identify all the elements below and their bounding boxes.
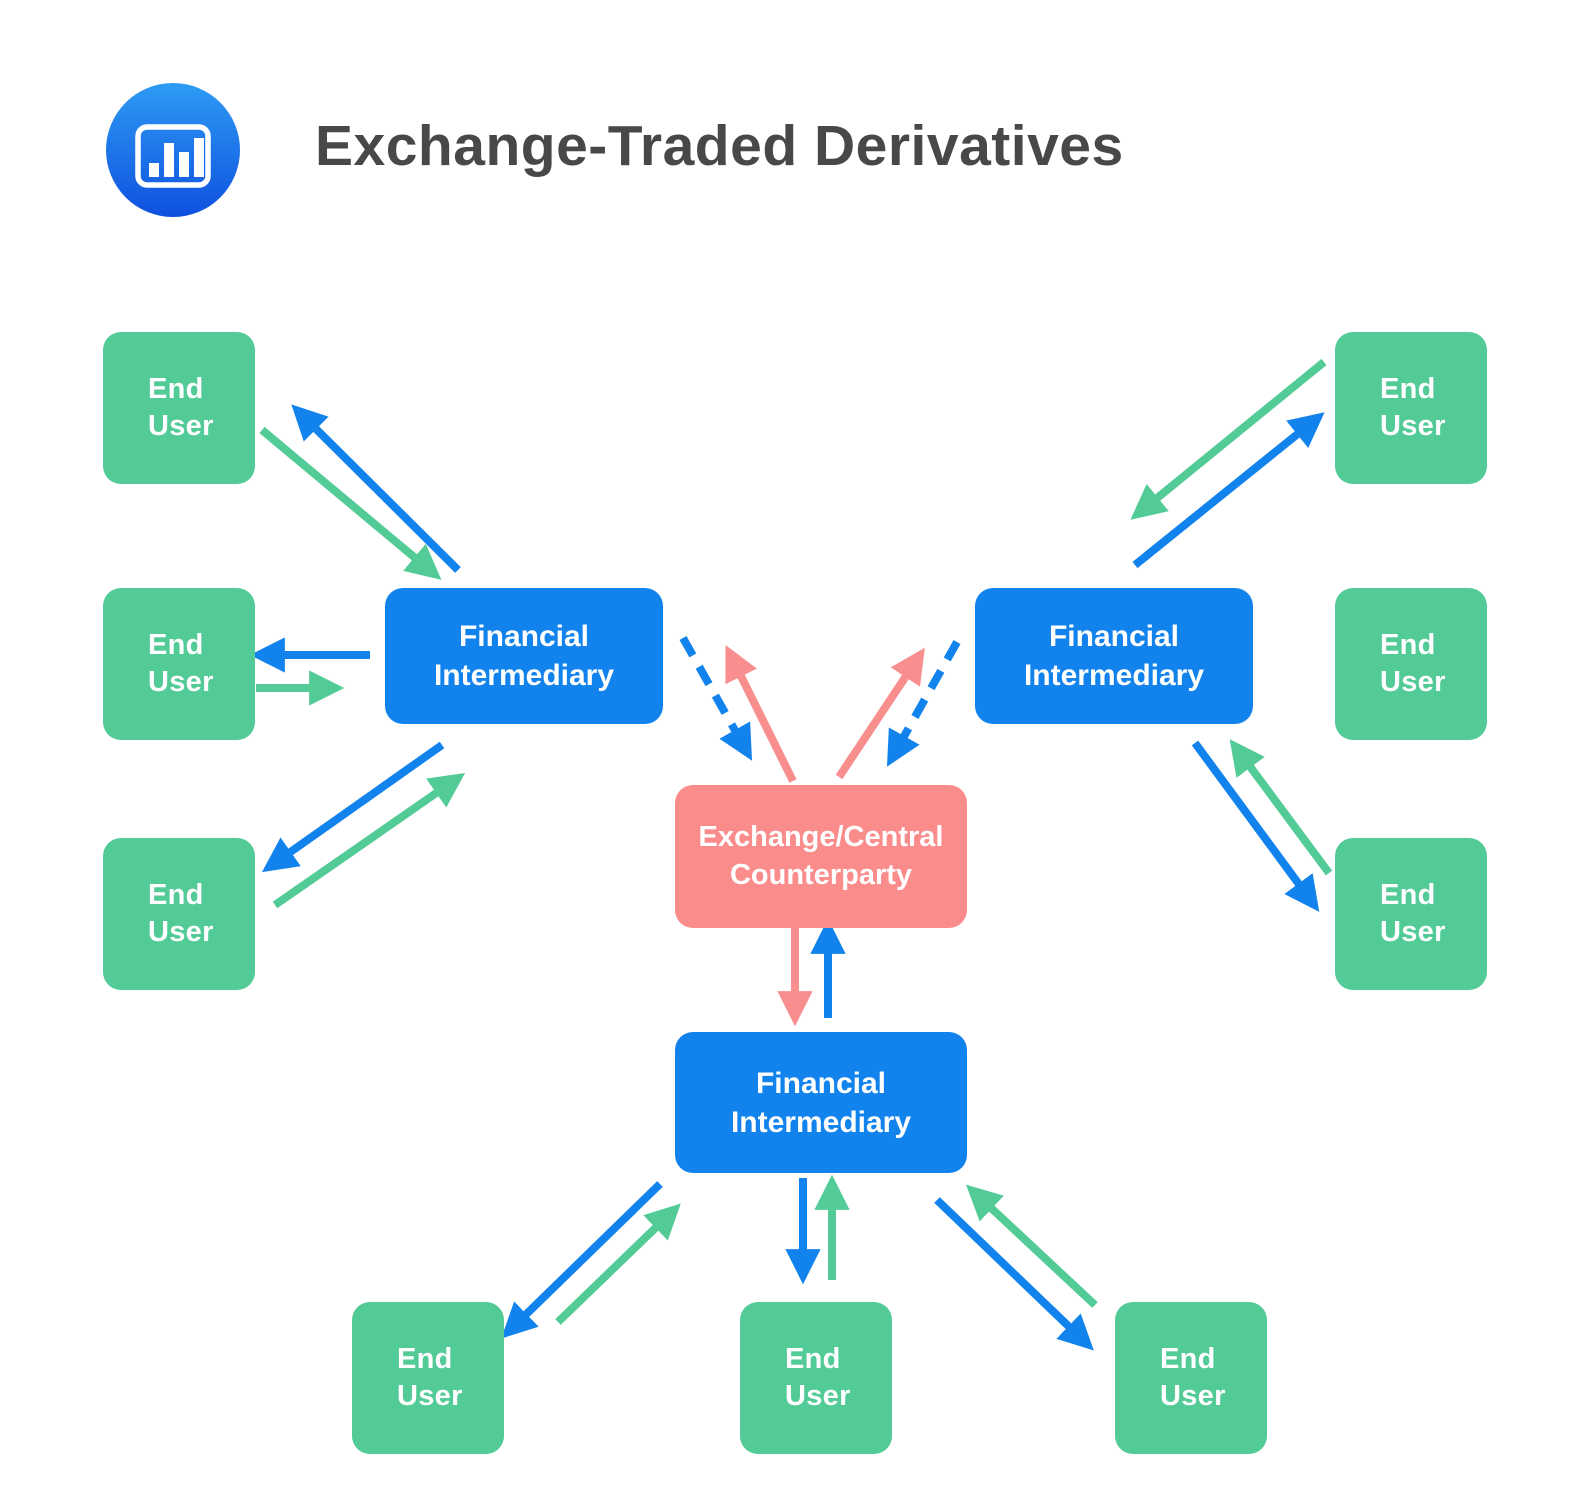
end-user-bottom-right: End User <box>1335 838 1487 990</box>
end-user-bottom-1: End User <box>352 1302 504 1454</box>
arrow-eu-top-left-to-fi-left-green <box>259 426 442 580</box>
arrow-fi-left-to-exchange-dashed-blue <box>679 636 753 761</box>
arrow-exchange-to-fi-right-pink <box>835 647 925 780</box>
arrow-eu-bottom-right-to-fi-right-green <box>1229 739 1333 876</box>
end-user-label: End User <box>785 1343 851 1412</box>
bar-chart-icon <box>106 83 240 217</box>
arrow-fi-left-to-eu-bottom-left-blue <box>261 741 445 873</box>
end-user-label: End User <box>397 1343 463 1412</box>
financial-intermediary-bottom: Financial Intermediary <box>675 1032 967 1173</box>
end-user-bottom-left: End User <box>103 838 255 990</box>
end-user-label: End User <box>148 879 214 948</box>
end-user-label: End User <box>1380 373 1446 442</box>
end-user-bottom-3: End User <box>1115 1302 1267 1454</box>
financial-intermediary-label: Financial Intermediary <box>433 620 615 692</box>
end-user-label: End User <box>1380 629 1446 698</box>
end-user-top-right: End User <box>1335 332 1487 484</box>
end-user-mid-left: End User <box>103 588 255 740</box>
end-user-label: End User <box>1160 1343 1226 1412</box>
arrow-fi-bottom-to-eu-bottom-3-blue <box>934 1197 1094 1351</box>
end-user-label: End User <box>1380 879 1446 948</box>
exchange-label: Exchange/Central Counterparty <box>698 820 944 891</box>
end-user-label: End User <box>148 373 214 442</box>
page-title: Exchange-Traded Derivatives <box>315 114 1124 178</box>
end-user-top-left: End User <box>103 332 255 484</box>
financial-intermediary-left: Financial Intermediary <box>385 588 663 724</box>
arrow-fi-left-to-eu-top-left-blue <box>291 404 461 573</box>
arrow-fi-right-to-eu-bottom-right-blue <box>1191 740 1320 912</box>
exchange-central-counterparty: Exchange/Central Counterparty <box>675 785 967 928</box>
arrow-fi-right-to-eu-top-right-blue <box>1132 412 1325 569</box>
end-user-bottom-2: End User <box>740 1302 892 1454</box>
financial-intermediary-right: Financial Intermediary <box>975 588 1253 724</box>
arrow-fi-right-to-exchange-dashed-blue <box>886 640 961 767</box>
arrow-eu-bottom-1-to-fi-bottom-green <box>555 1203 681 1325</box>
arrow-eu-top-right-to-fi-right-green <box>1130 358 1327 520</box>
arrow-exchange-to-fi-left-pink <box>725 644 797 783</box>
financial-intermediary-label: Financial Intermediary <box>1023 620 1205 692</box>
financial-intermediary-label: Financial Intermediary <box>730 1066 912 1139</box>
arrow-eu-bottom-left-to-fi-left-green <box>272 772 466 909</box>
end-user-mid-right: End User <box>1335 588 1487 740</box>
arrow-eu-bottom-3-to-fi-bottom-green <box>965 1184 1098 1308</box>
end-user-label: End User <box>148 629 214 698</box>
arrow-fi-bottom-to-eu-bottom-1-blue <box>501 1181 663 1339</box>
